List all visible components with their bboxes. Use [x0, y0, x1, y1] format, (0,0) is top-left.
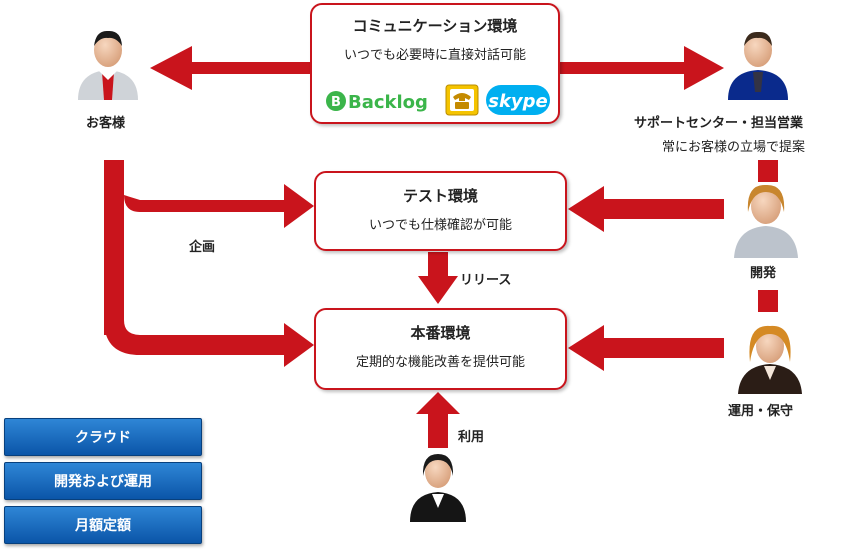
- tool-logos: B Backlog skype: [324, 83, 550, 117]
- tag-cloud: クラウド: [4, 418, 202, 456]
- communication-environment-box: コミュニケーション環境 いつでも必要時に直接対話可能 B Backlog sky…: [310, 3, 560, 124]
- operations-person-icon: [738, 325, 802, 394]
- arrow-communication-to-support: [560, 46, 724, 90]
- arrow-customer-to-environments: [104, 160, 314, 367]
- arrow-development-to-test: [568, 186, 724, 232]
- arrow-operations-to-production: [568, 325, 724, 371]
- development-person-icon: [734, 184, 798, 258]
- backlog-logo-icon: B Backlog: [326, 91, 428, 113]
- production-environment-box: 本番環境 定期的な機能改善を提供可能: [314, 308, 567, 390]
- test-environment-title: テスト環境: [402, 187, 478, 205]
- support-person-icon: [728, 31, 788, 100]
- svg-text:B: B: [331, 95, 341, 110]
- communication-environment-subtitle: いつでも必要時に直接対話可能: [343, 48, 526, 63]
- dashed-connector-support-dev-ops: [758, 160, 778, 312]
- production-environment-title: 本番環境: [410, 324, 471, 342]
- skype-logo-text: skype: [488, 91, 548, 112]
- planning-label: 企画: [189, 240, 216, 255]
- communication-environment-title: コミュニケーション環境: [352, 17, 518, 35]
- production-environment-subtitle: 定期的な機能改善を提供可能: [355, 355, 525, 370]
- release-label: リリース: [460, 273, 512, 288]
- skype-logo-icon: skype: [486, 85, 550, 115]
- support-label: サポートセンター・担当営業: [634, 116, 804, 131]
- development-label: 開発: [750, 266, 777, 281]
- tag-development-operations: 開発および運用: [4, 462, 202, 500]
- test-environment-subtitle: いつでも仕様確認が可能: [368, 218, 512, 233]
- backlog-logo-text: Backlog: [348, 92, 428, 113]
- customer-person-icon: [78, 30, 138, 100]
- customer-label: お客様: [86, 116, 126, 131]
- support-note: 常にお客様の立場で提案: [662, 140, 806, 155]
- operations-label: 運用・保守: [728, 404, 794, 419]
- end-user-person-icon: [410, 454, 466, 522]
- arrow-release: [418, 252, 458, 304]
- use-label: 利用: [458, 430, 485, 445]
- arrow-communication-to-customer: [150, 46, 314, 90]
- test-environment-box: テスト環境 いつでも仕様確認が可能: [314, 171, 567, 251]
- tag-monthly-flat-rate: 月額定額: [4, 506, 202, 544]
- arrow-use: [416, 392, 460, 448]
- phone-icon: [445, 84, 479, 116]
